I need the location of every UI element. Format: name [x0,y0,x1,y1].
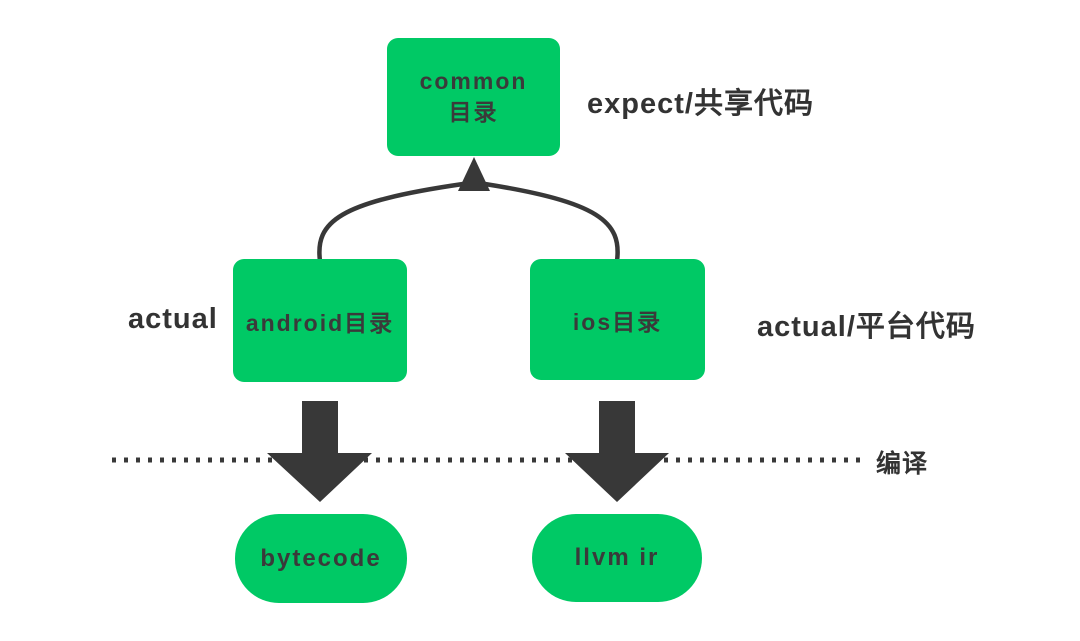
node-common-directory: common目录 [387,38,560,156]
curve-ios-to-common [482,181,620,264]
label-actual-platform-code: actual/平台代码 [757,311,976,343]
node-common-label: common目录 [419,67,528,125]
merge-arrowhead-up-icon [458,157,490,191]
label-compile: 编译 [876,450,929,478]
down-arrow-left-icon [267,401,372,502]
node-llvm-ir-label: llvm ir [574,544,660,571]
node-ios-directory: ios目录 [530,259,705,380]
node-bytecode-label: bytecode [260,544,382,572]
node-ios-label: ios目录 [572,308,663,335]
node-llvm-ir: llvm ir [532,514,702,602]
curve-android-to-common [317,181,466,264]
node-bytecode: bytecode [235,514,407,603]
node-android-label: android目录 [245,309,395,336]
down-arrow-right-icon [565,401,669,502]
node-android-directory: android目录 [233,259,407,382]
label-expect-shared-code: expect/共享代码 [587,88,814,120]
label-actual: actual [128,303,218,335]
